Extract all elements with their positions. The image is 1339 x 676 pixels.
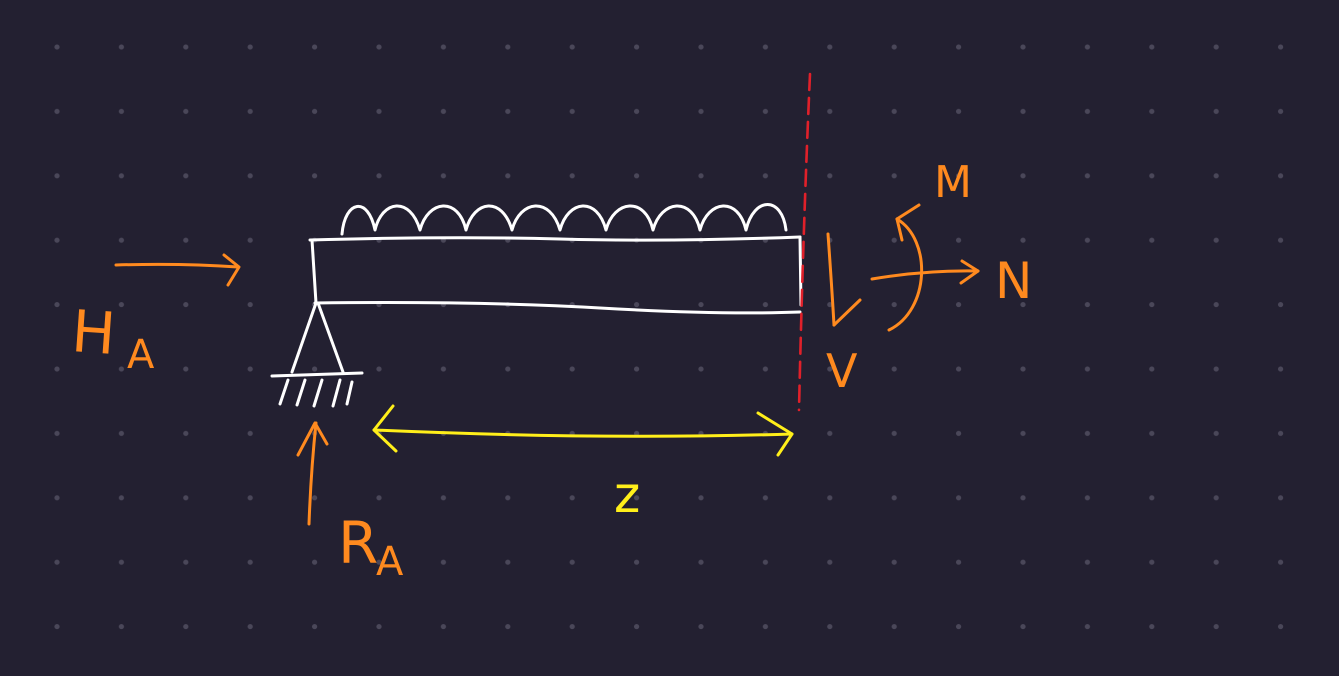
shear-force-label: V <box>826 344 858 398</box>
vertical-reaction-arrow <box>296 421 329 526</box>
horizontal-reaction-arrow <box>114 253 241 287</box>
beam-bottom-edge <box>313 301 802 315</box>
pinned-support-icon <box>270 301 364 408</box>
shear-force-arrow <box>826 232 862 327</box>
vertical-reaction-label: R <box>338 509 378 577</box>
moment-label: M <box>934 157 972 208</box>
horizontal-reaction-label: H <box>69 297 117 368</box>
beam-top-edge <box>308 235 802 242</box>
length-dimension-arrow <box>372 404 794 457</box>
beam-left-end <box>310 238 318 305</box>
horizontal-reaction-subscript: A <box>127 332 155 378</box>
length-label: z <box>614 466 640 524</box>
normal-force-arrow <box>870 259 980 285</box>
normal-force-label: N <box>995 252 1032 310</box>
distributed-load-icon <box>340 203 788 236</box>
vertical-reaction-subscript: A <box>376 539 404 585</box>
section-cut-line <box>797 72 812 412</box>
moment-arrow <box>887 203 924 332</box>
beam <box>308 235 803 315</box>
